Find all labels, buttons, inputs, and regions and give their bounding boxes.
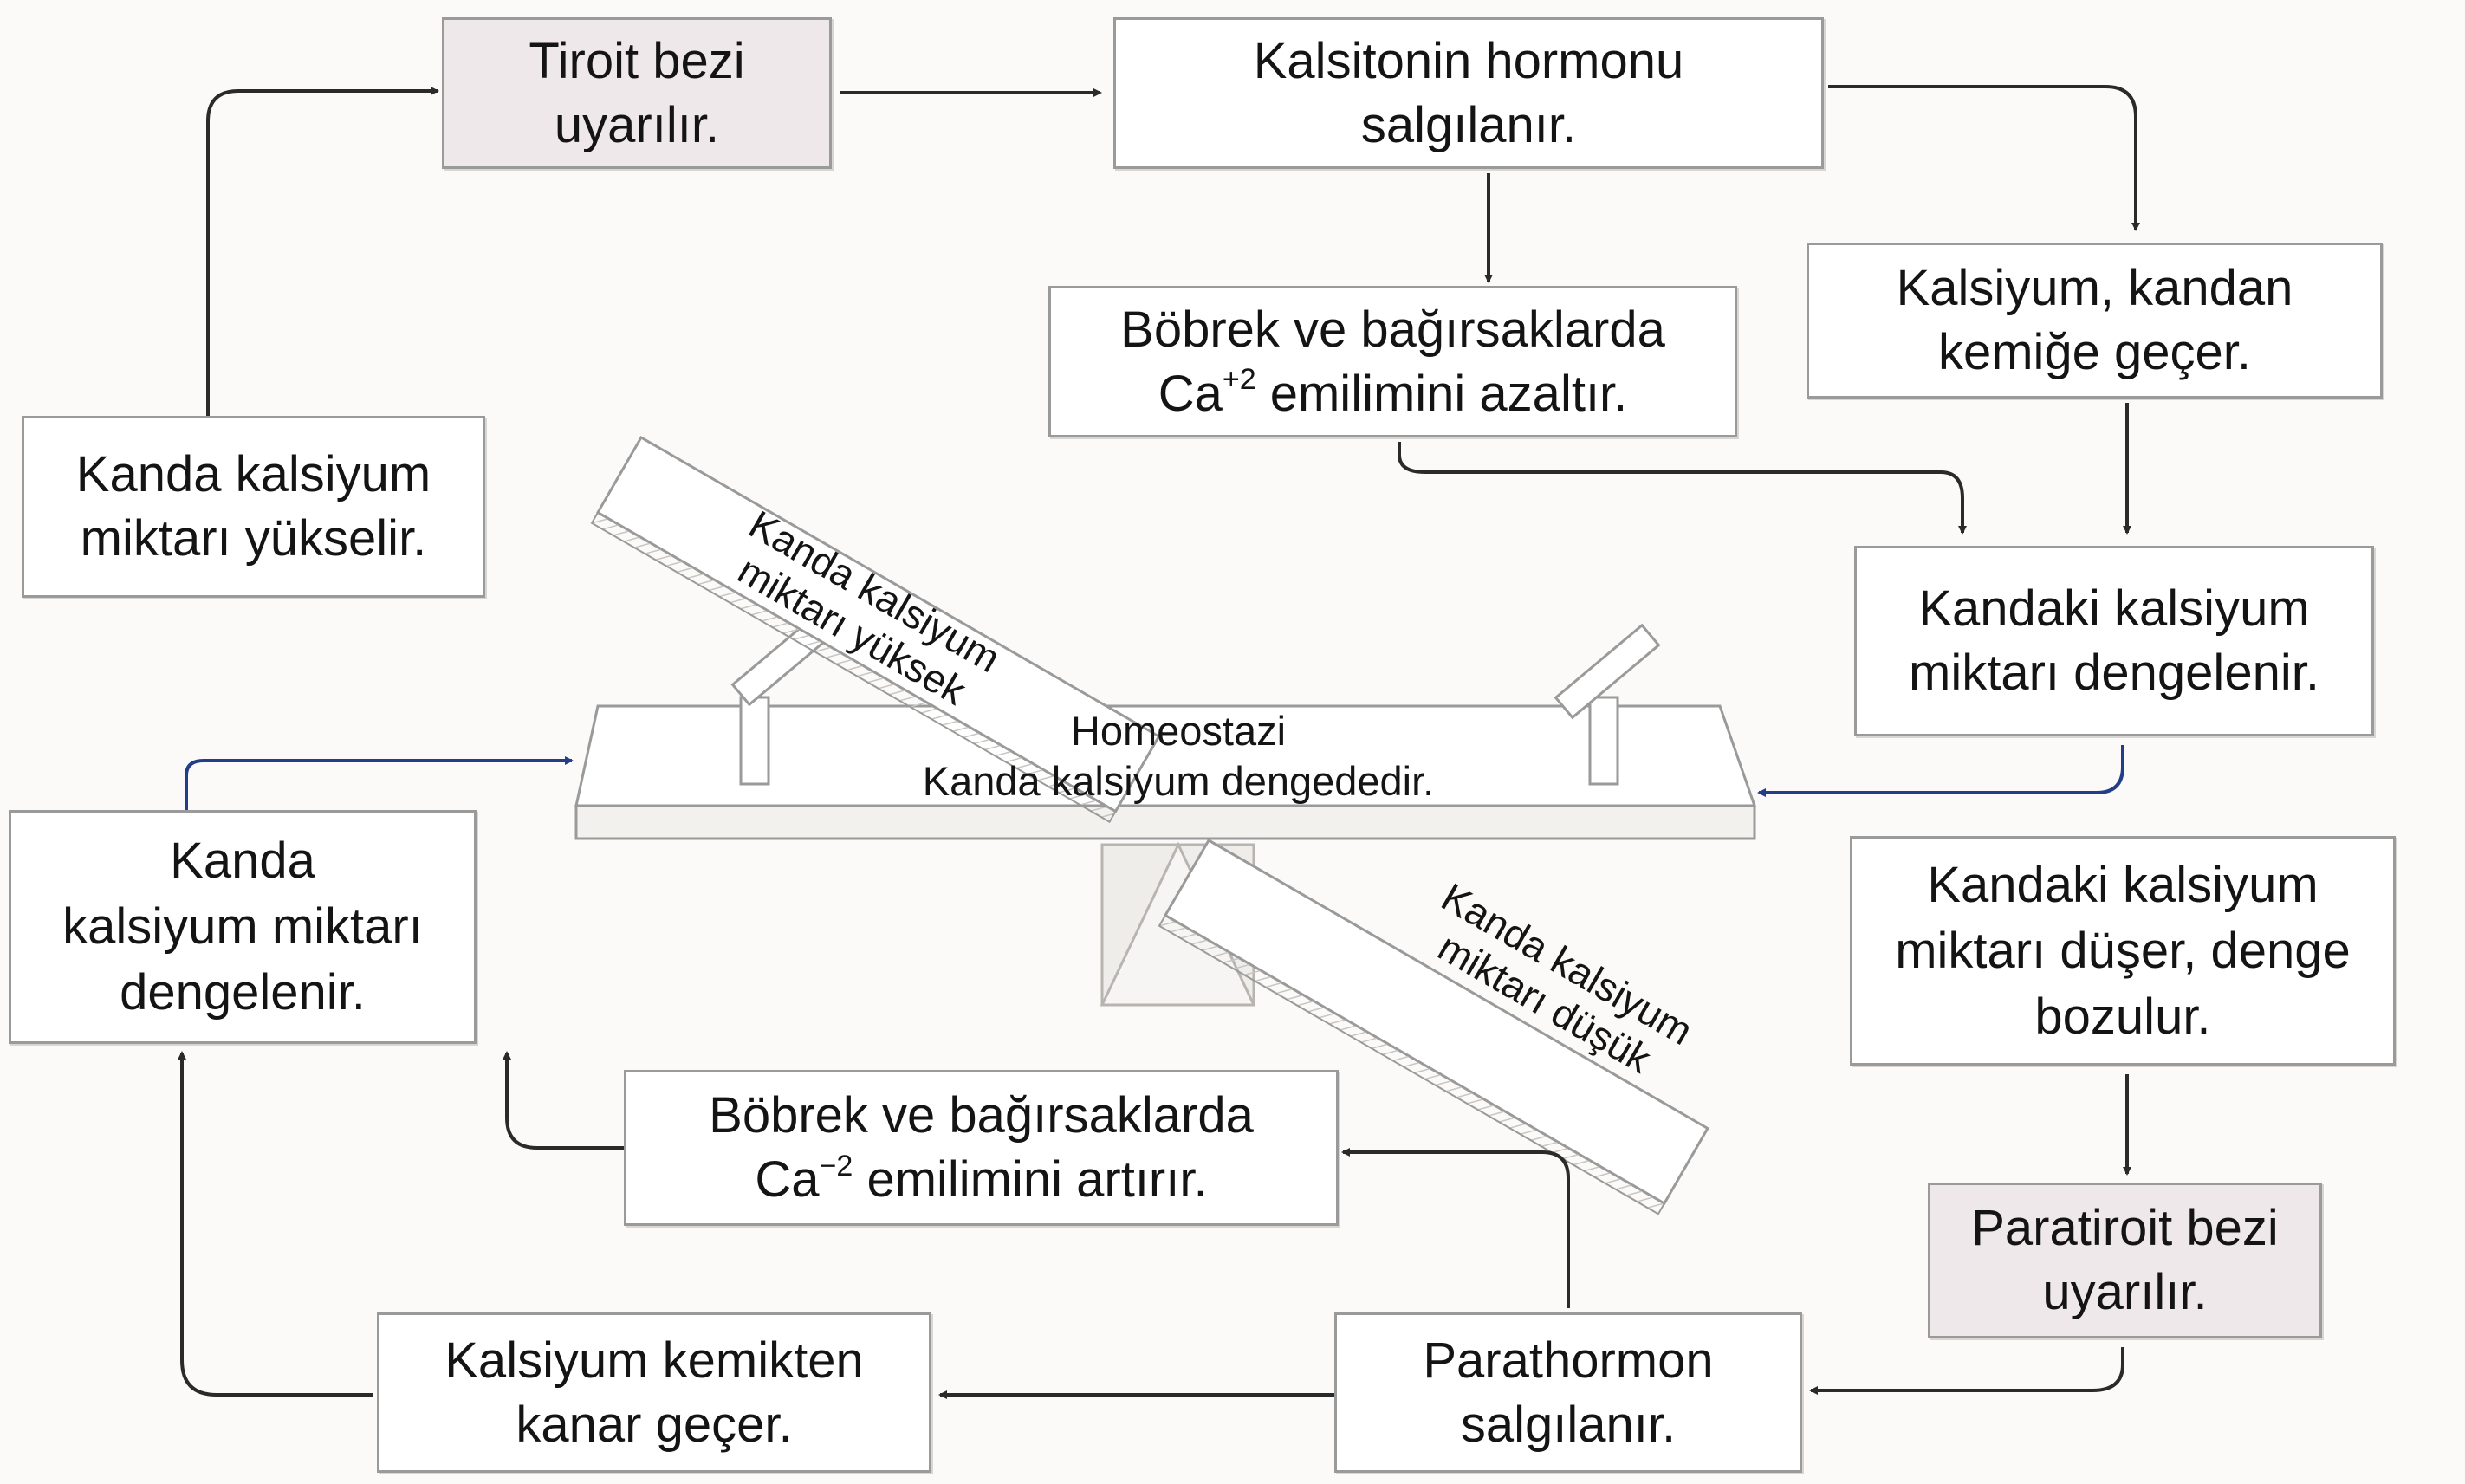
parathormon-box: Parathormon salgılanır. [1334, 1312, 1802, 1473]
bobrek-artirir-line2: Ca−2 emilimini artırır. [755, 1148, 1207, 1212]
arrow-right-to-balance [1757, 745, 2124, 797]
duser-box: Kandaki kalsiyum miktarı düşer, denge bo… [1850, 836, 2396, 1066]
homeostazi-text: Homeostazi Kanda kalsiyum dengededir. [922, 708, 1435, 804]
bobrek-artirir-line1: Böbrek ve bağırsaklarda [709, 1087, 1254, 1144]
bobrek-azaltir-line1: Böbrek ve bağırsaklarda [1120, 301, 1665, 358]
kalsitonin-box: Kalsitonin hormonu salgılanır. [1113, 17, 1824, 169]
left-post [739, 696, 770, 786]
arrow-bobrek-to-dengelenir-left [503, 1051, 624, 1150]
paratiroit-box: Paratiroit bezi uyarılır. [1928, 1183, 2322, 1338]
arrow-parathormon-to-bobrek [1341, 1148, 1570, 1308]
azaltir-text: emilimini azaltır. [1255, 365, 1628, 422]
ca-text-2: Ca [755, 1151, 820, 1208]
ca-charge-2: −2 [819, 1149, 853, 1183]
seesaw [574, 435, 1757, 1215]
tiroit-box: Tiroit bezi uyarılır. [442, 17, 832, 169]
right-post [1588, 696, 1619, 786]
arrow-left-to-balance [185, 756, 574, 810]
connectors [178, 85, 2140, 1399]
bobrek-azaltir-line2: Ca+2 emilimini azaltır. [1158, 362, 1628, 426]
kandan-kemige-box: Kalsiyum, kandan kemiğe geçer. [1807, 243, 2383, 399]
kanda-yukselir-box: Kanda kalsiyum miktarı yükselir. [22, 416, 485, 598]
kemikten-kana-box: Kalsiyum kemikten kanar geçer. [377, 1312, 931, 1473]
arrow-bobrek-to-dengelenir [1398, 442, 1967, 535]
ca-charge: +2 [1222, 363, 1256, 397]
dengelenir-left-box: Kanda kalsiyum miktarı dengelenir. [9, 810, 477, 1044]
bobrek-azaltir-box: Böbrek ve bağırsaklarda Ca+2 emilimini a… [1048, 286, 1737, 437]
low-plank [1158, 838, 1709, 1215]
artirir-text: emilimini artırır. [853, 1151, 1208, 1208]
ca-text: Ca [1158, 365, 1223, 422]
arrow-kemikten-to-dengelenir-left [178, 1051, 373, 1397]
arrow-yukselir-to-tiroit [206, 87, 439, 416]
bobrek-artirir-box: Böbrek ve bağırsaklarda Ca−2 emilimini a… [624, 1070, 1339, 1226]
dengelenir-right-box: Kandaki kalsiyum miktarı dengelenir. [1854, 546, 2374, 736]
arrow-paratiroit-to-parathormon [1809, 1347, 2124, 1395]
arrow-kalsitonin-to-kemige [1828, 85, 2140, 231]
high-plank [590, 435, 1161, 824]
